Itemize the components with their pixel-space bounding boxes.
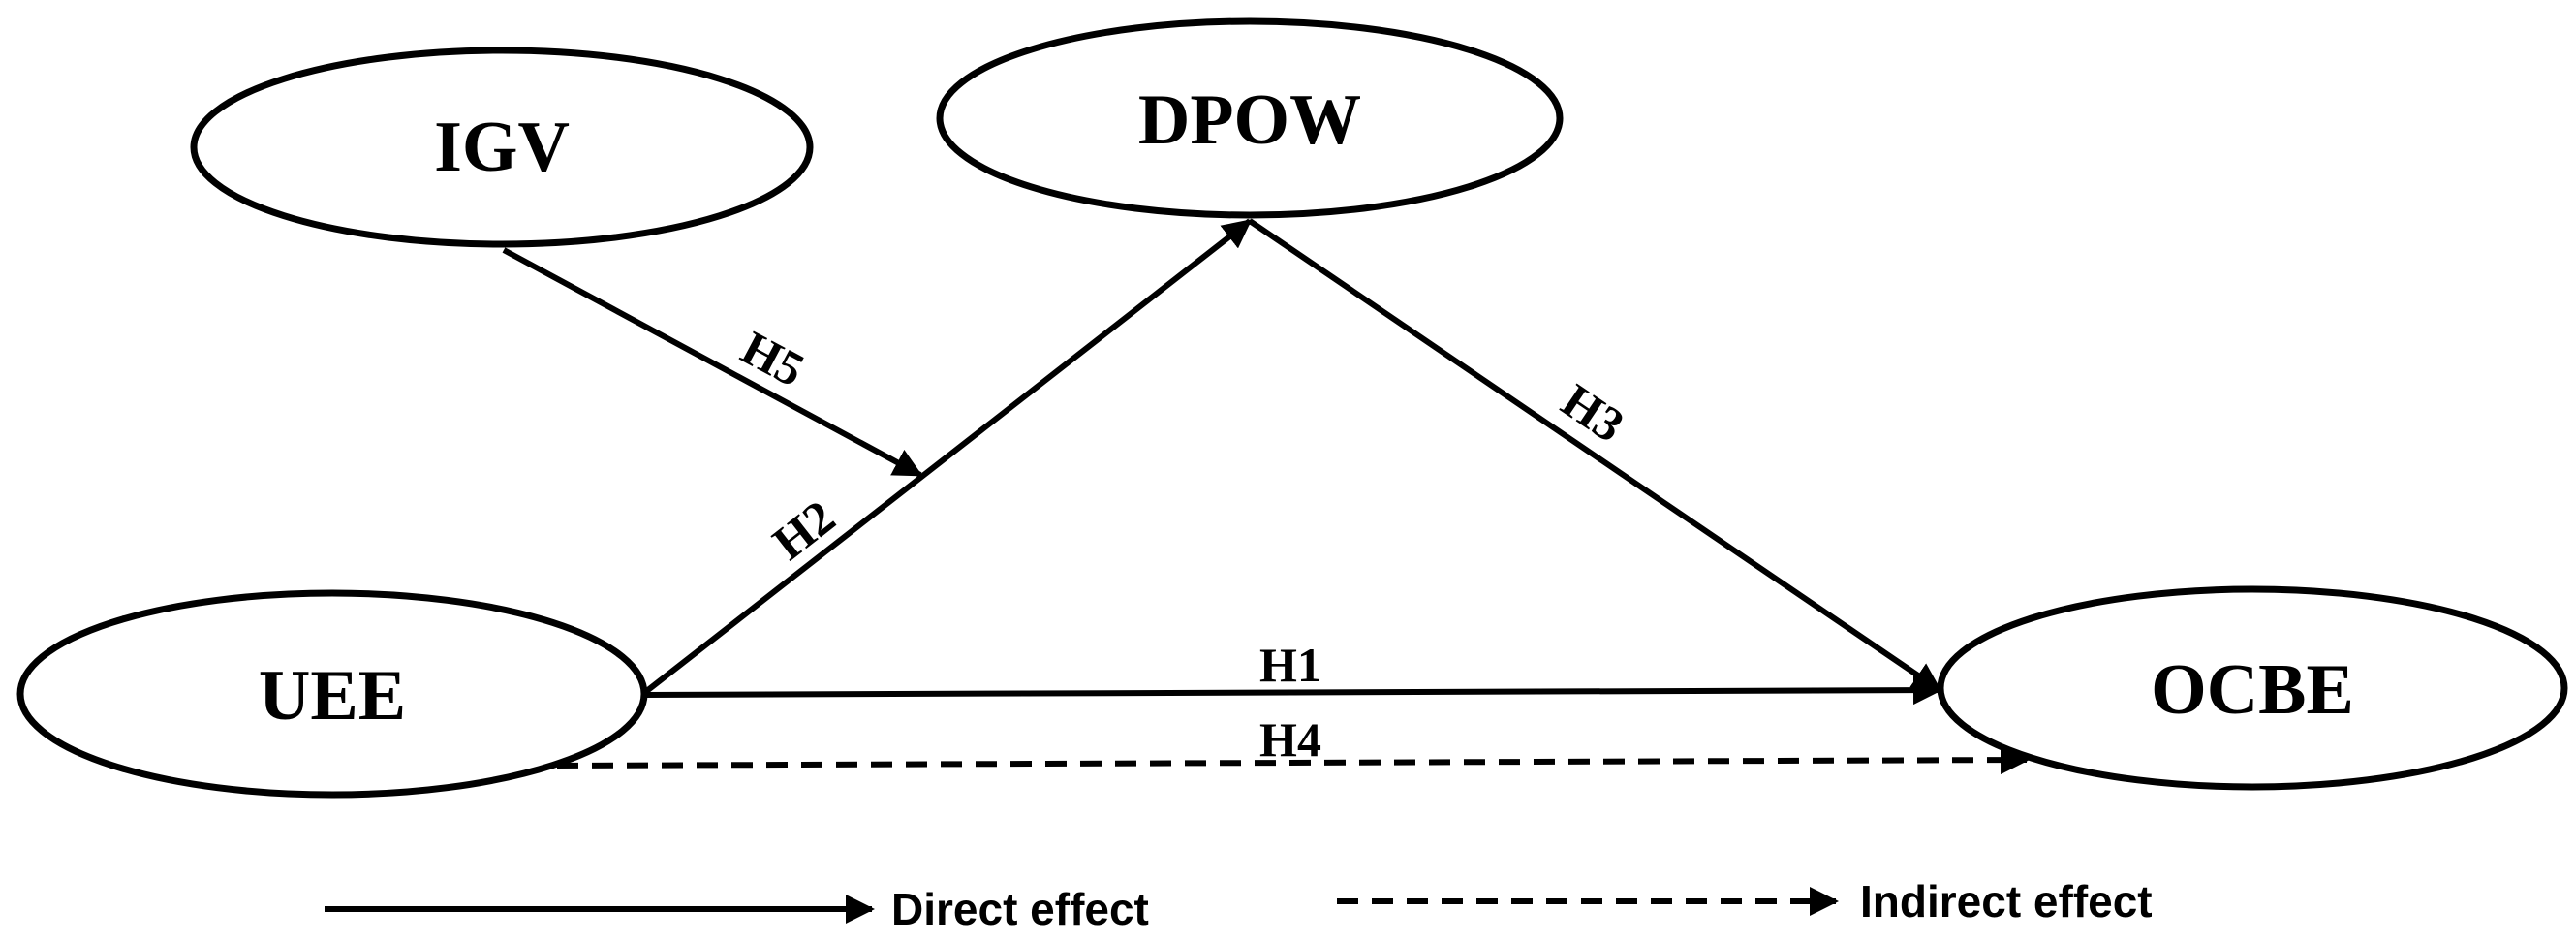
edge-label-h3: H3: [1552, 373, 1633, 453]
node-dpow-label: DPOW: [1138, 80, 1361, 160]
node-uee-label: UEE: [259, 656, 406, 736]
node-dpow-ellipse: [936, 17, 1564, 219]
node-uee: UEE: [16, 589, 648, 799]
edge-h3-arrow: [1248, 218, 1942, 693]
legend-indirect-label: Indirect effect: [1860, 876, 2153, 926]
node-uee-ellipse: [16, 589, 648, 799]
legend: Direct effect Indirect effect: [325, 876, 2153, 934]
edge-h4-arrow: [556, 745, 2030, 775]
edge-h5-arrow: [502, 247, 923, 478]
edge-label-h4: H4: [1259, 712, 1321, 767]
node-dpow: DPOW: [936, 17, 1564, 219]
node-ocbe-label: OCBE: [2151, 650, 2354, 730]
edge-label-h1: H1: [1259, 638, 1321, 692]
edge-label-h2: H2: [762, 489, 845, 570]
edge-h2-arrow: [642, 218, 1253, 696]
node-igv-label: IGV: [434, 108, 570, 187]
legend-direct-label: Direct effect: [891, 884, 1149, 934]
node-ocbe: OCBE: [1937, 585, 2568, 791]
node-igv: IGV: [190, 47, 814, 248]
node-ocbe-ellipse: [1937, 585, 2568, 791]
node-igv-ellipse: [190, 47, 814, 248]
edge-label-h5: H5: [733, 320, 814, 396]
edge-h1-arrow: [643, 675, 1942, 706]
